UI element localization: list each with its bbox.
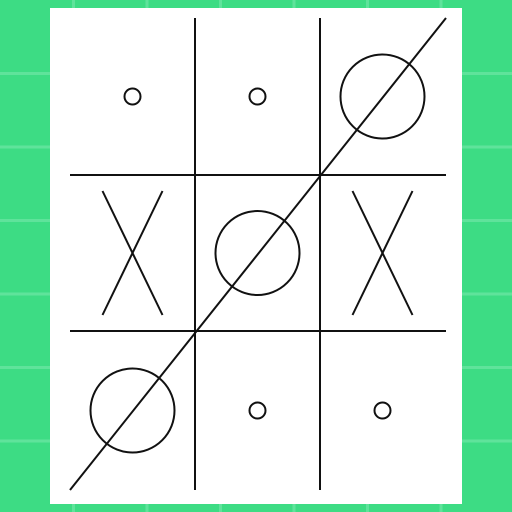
board-cell-r2-c0[interactable] [70,331,195,490]
empty-cell-dot [373,401,392,420]
cell-hit-area[interactable] [70,18,195,175]
o-mark [214,210,301,296]
cell-hit-area[interactable] [195,331,320,490]
empty-cell-dot [248,401,267,420]
board-cell-r1-c0[interactable] [70,175,195,331]
o-mark [339,53,426,140]
board-cell-r0-c2[interactable] [320,18,445,175]
board-cell-r1-c1[interactable] [195,175,320,331]
empty-cell-dot [248,87,267,106]
cell-hit-area[interactable] [320,331,445,490]
board-cell-r0-c1[interactable] [195,18,320,175]
board-cell-r1-c2[interactable] [320,175,445,331]
winning-line [69,17,447,491]
board-cell-r0-c0[interactable] [70,18,195,175]
empty-cell-dot [123,87,142,106]
board-grid-lines [70,18,446,490]
x-mark-stroke [351,190,414,316]
board-cells[interactable] [70,18,445,490]
o-mark [89,367,176,454]
x-mark-stroke [101,190,164,316]
board-cell-r2-c2[interactable] [320,331,445,490]
cell-hit-area[interactable] [195,18,320,175]
board-cell-r2-c1[interactable] [195,331,320,490]
